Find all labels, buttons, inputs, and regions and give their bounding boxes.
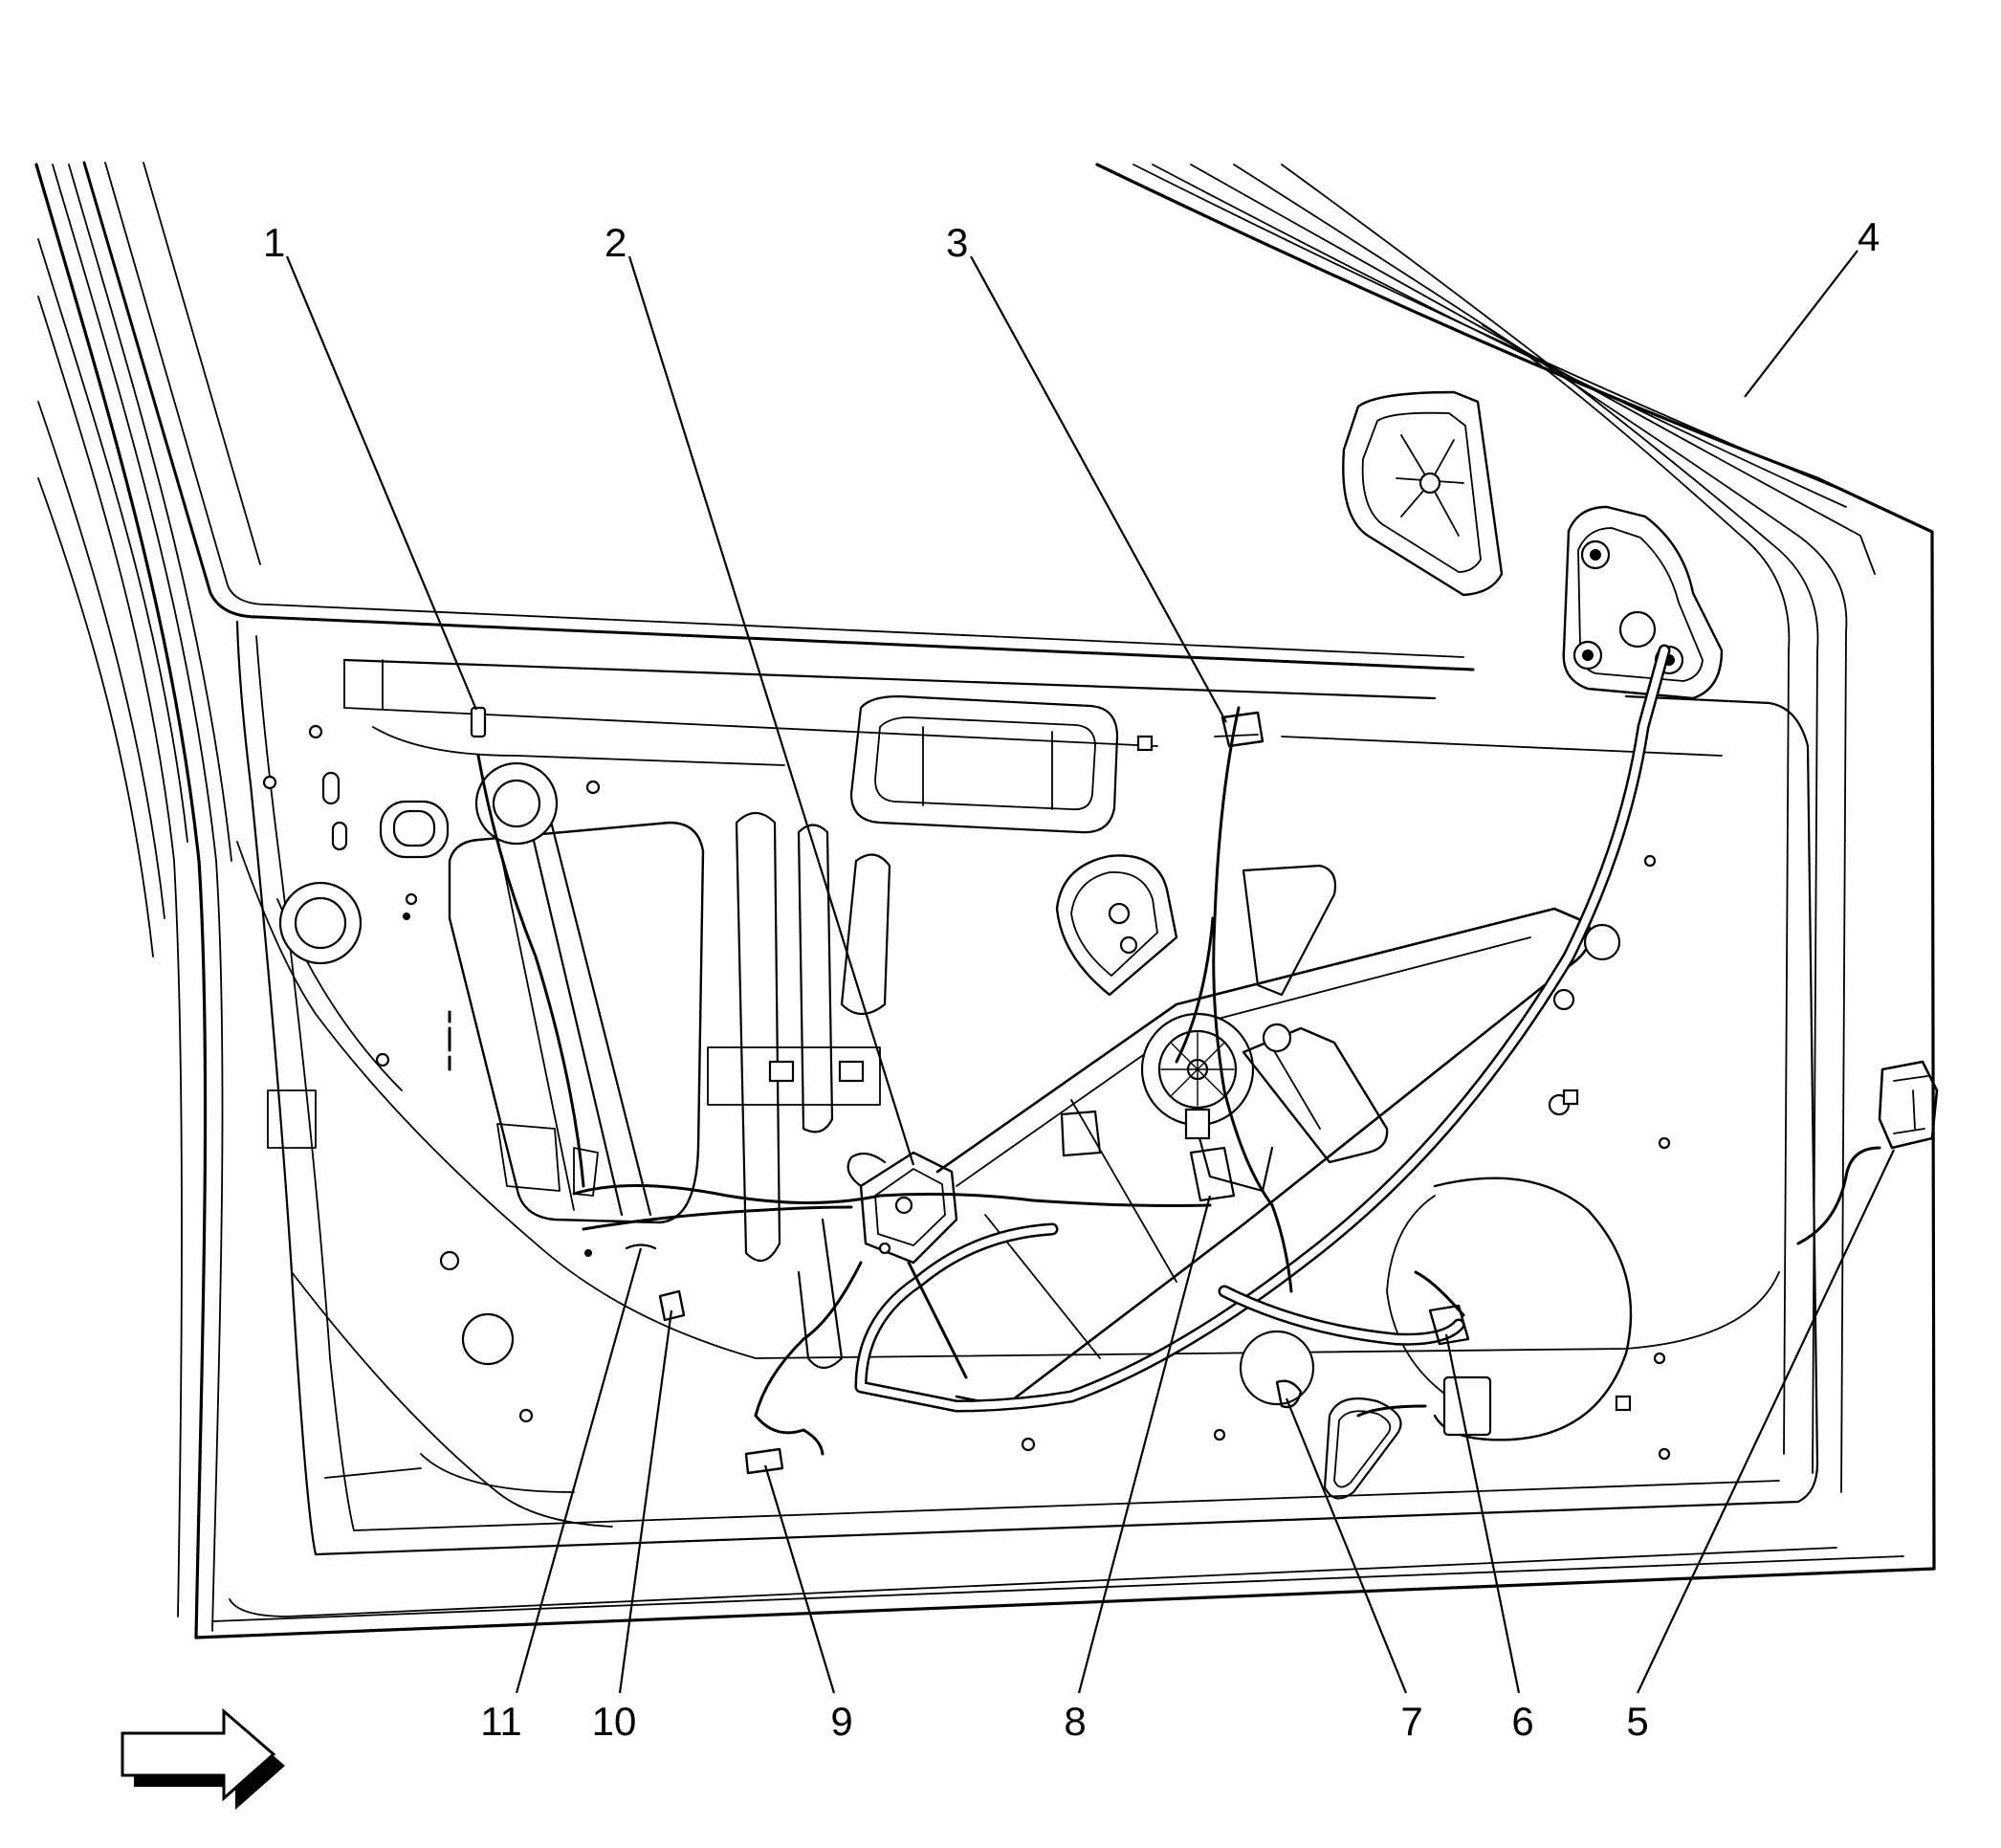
- left-module: [262, 724, 705, 1423]
- callout-8: 8: [1064, 1699, 1086, 1744]
- leader-10: [618, 1309, 673, 1694]
- callout-6: 6: [1511, 1699, 1533, 1744]
- center-ribs: [707, 811, 891, 1370]
- mirror: [1342, 390, 1724, 700]
- callout-4: 4: [1858, 214, 1880, 259]
- callout-2: 2: [605, 220, 627, 265]
- inner-panel: [235, 620, 1819, 1556]
- callout-3: 3: [946, 220, 968, 265]
- callout-7: 7: [1400, 1699, 1422, 1744]
- speaker: [1021, 735, 1671, 1500]
- callout-9: 9: [830, 1699, 852, 1744]
- leader-11: [515, 1247, 643, 1694]
- leader-4: [1744, 250, 1858, 398]
- wiring-harness: [476, 644, 1881, 1456]
- leader-6: [1444, 1333, 1521, 1694]
- leader-5: [1637, 1149, 1895, 1694]
- leader-8: [1077, 1195, 1212, 1694]
- leader-1: [285, 255, 478, 711]
- connectors: [470, 706, 1939, 1475]
- callout-leaders: [285, 250, 1895, 1694]
- front-direction-arrow-icon: [121, 1707, 285, 1810]
- leader-3: [970, 255, 1227, 723]
- leader-7: [1285, 1397, 1408, 1694]
- leader-9: [763, 1464, 836, 1694]
- callout-labels: 1 2 3 4 5 6 7 8 9 10 11: [263, 214, 1880, 1744]
- callout-5: 5: [1626, 1699, 1648, 1744]
- callout-11: 11: [480, 1699, 522, 1744]
- leader-2: [627, 255, 915, 1166]
- door-frame: [34, 161, 1936, 1639]
- callout-10: 10: [592, 1699, 637, 1744]
- callout-1: 1: [263, 220, 285, 265]
- lock-actuator: [847, 1110, 1102, 1265]
- window-regulator: [935, 854, 1592, 1408]
